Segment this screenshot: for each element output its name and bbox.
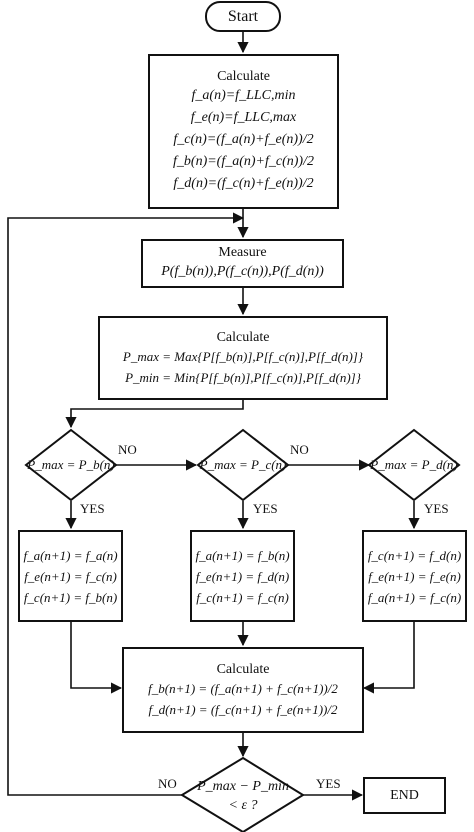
update-c-line-2: f_e(n+1) = f_d(n) — [195, 568, 290, 584]
arrow-minmax-to-decision-b — [65, 400, 244, 429]
init-eq-fe: f_e(n)=f_LLC,max — [190, 110, 297, 125]
pmin-equation: P_min = Min{P[f_b(n)],P[f_c(n)],P[f_d(n)… — [125, 369, 361, 385]
update-c-line-3: f_c(n+1) = f_c(n) — [196, 589, 289, 605]
arrow-update1-to-recalc — [70, 622, 123, 694]
update-c-line-1: f_a(n+1) = f_b(n) — [195, 547, 290, 563]
decision-c-condition: P_max = P_c(n) — [199, 457, 287, 472]
decision-b-diamond — [24, 428, 118, 502]
decision-d-yes-label: YES — [424, 501, 449, 516]
decision-b-yes-label: YES — [80, 501, 105, 516]
update-d-line-1: f_c(n+1) = f_d(n) — [367, 547, 462, 563]
init-eq-fb: f_b(n)=(f_a(n)+f_c(n))/2 — [173, 154, 314, 169]
init-eq-fc: f_c(n)=(f_a(n)+f_e(n))/2 — [173, 132, 314, 147]
decision-b-condition: P_max = P_b(n) — [27, 457, 115, 472]
recalc-fb-equation: f_b(n+1) = (f_a(n+1) + f_c(n+1))/2 — [148, 680, 338, 696]
decision-c-yes-label: YES — [253, 501, 278, 516]
start-terminator — [205, 1, 281, 32]
init-calculate-title: Calculate — [217, 69, 270, 84]
recalc-fd-equation: f_d(n+1) = (f_c(n+1) + f_e(n+1))/2 — [148, 701, 338, 717]
init-eq-fd: f_d(n)=(f_c(n)+f_e(n))/2 — [173, 176, 314, 191]
minmax-calculate-block: Calculate P_max = Max{P[f_b(n)],P[f_c(n)… — [98, 316, 388, 400]
init-eq-fa: f_a(n)=f_LLC,min — [191, 88, 296, 103]
arrow-decision-no-loop — [7, 212, 245, 796]
start-label: Start — [227, 8, 259, 25]
measure-power-list: P(f_b(n)),P(f_c(n)),P(f_d(n)) — [161, 264, 324, 279]
minmax-title: Calculate — [216, 329, 270, 345]
final-decision-no-label: NO — [158, 776, 177, 791]
decision-d-diamond — [367, 428, 461, 502]
update-b-line-1: f_a(n+1) = f_a(n) — [23, 547, 118, 563]
measure-block: Measure P(f_b(n)),P(f_c(n)),P(f_d(n)) — [141, 239, 344, 288]
init-calculate-block: Calculate f_a(n)=f_LLC,min f_e(n)=f_LLC,… — [148, 54, 339, 209]
update-d-line-3: f_a(n+1) = f_c(n) — [367, 589, 462, 605]
end-terminator — [363, 777, 446, 814]
update-block-b: f_a(n+1) = f_a(n) f_e(n+1) = f_c(n) f_c(… — [18, 530, 123, 622]
arrow-update3-to-recalc — [362, 622, 415, 694]
decision-b-no-label: NO — [118, 442, 137, 457]
update-b-line-3: f_c(n+1) = f_b(n) — [23, 589, 118, 605]
final-decision-line-1: P_max − P_min — [197, 779, 289, 794]
decision-c-diamond — [196, 428, 290, 502]
end-label: END — [390, 788, 419, 803]
update-b-line-2: f_e(n+1) = f_c(n) — [24, 568, 117, 584]
recalc-title: Calculate — [216, 661, 270, 677]
update-d-line-2: f_e(n+1) = f_e(n) — [368, 568, 461, 584]
update-block-d: f_c(n+1) = f_d(n) f_e(n+1) = f_e(n) f_a(… — [362, 530, 467, 622]
measure-title: Measure — [218, 245, 267, 260]
final-decision-line-2: < ε ? — [228, 798, 258, 813]
recalc-block: Calculate f_b(n+1) = (f_a(n+1) + f_c(n+1… — [122, 647, 364, 733]
update-block-c: f_a(n+1) = f_b(n) f_e(n+1) = f_d(n) f_c(… — [190, 530, 295, 622]
final-decision-diamond — [180, 756, 305, 832]
pmax-equation: P_max = Max{P[f_b(n)],P[f_c(n)],P[f_d(n)… — [122, 348, 364, 364]
final-decision-yes-label: YES — [316, 776, 341, 791]
decision-d-condition: P_max = P_d(n) — [370, 457, 458, 472]
decision-c-no-label: NO — [290, 442, 309, 457]
